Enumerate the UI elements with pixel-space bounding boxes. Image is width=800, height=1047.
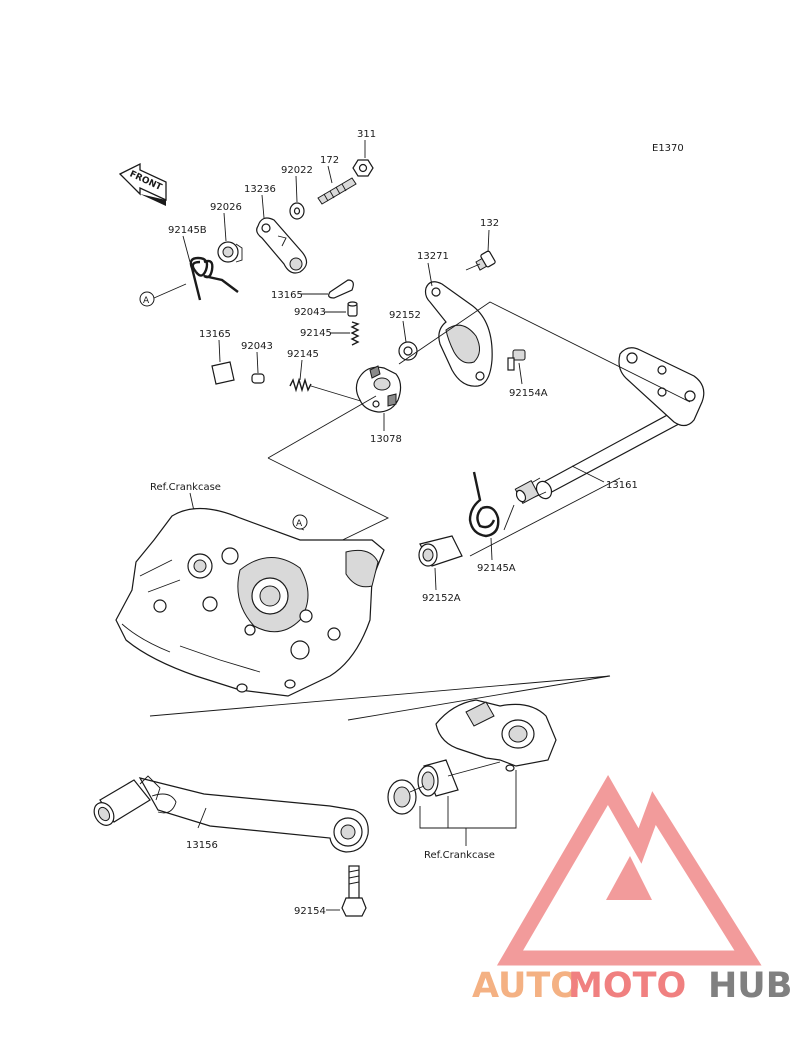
spring-92145a bbox=[468, 471, 500, 538]
label-13161: 13161 bbox=[606, 480, 638, 491]
shift-pedal-13156 bbox=[93, 775, 369, 853]
label-92145b: 92145B bbox=[168, 225, 207, 236]
svg-text:A: A bbox=[143, 296, 150, 306]
diagram-code: E1370 bbox=[652, 143, 684, 154]
svg-text:MOTO: MOTO bbox=[568, 966, 686, 1006]
label-172: 172 bbox=[320, 155, 339, 166]
svg-text:HUB: HUB bbox=[708, 966, 792, 1006]
bolt-132 bbox=[465, 250, 496, 271]
crankcase-lower bbox=[435, 699, 557, 772]
label-92145-lower: 92145 bbox=[287, 349, 319, 360]
ref-crankcase-upper: Ref.Crankcase bbox=[150, 482, 221, 493]
label-13236: 13236 bbox=[244, 184, 276, 195]
lever-13236 bbox=[256, 217, 308, 274]
nut-311 bbox=[352, 159, 374, 177]
callout-a-top: A bbox=[139, 291, 155, 307]
label-92152: 92152 bbox=[389, 310, 421, 321]
label-92145-upper: 92145 bbox=[300, 328, 332, 339]
label-92043-upper: 92043 bbox=[294, 307, 326, 318]
label-13165-lower: 13165 bbox=[199, 329, 231, 340]
label-13271: 13271 bbox=[417, 251, 449, 262]
spring-92145b bbox=[189, 256, 239, 301]
plate-13271 bbox=[424, 281, 493, 387]
label-92026: 92026 bbox=[210, 202, 242, 213]
needle-bearing bbox=[417, 759, 459, 797]
front-arrow-icon: FRONT bbox=[118, 162, 167, 206]
label-92152a: 92152A bbox=[422, 593, 461, 604]
label-13165-upper: 13165 bbox=[271, 290, 303, 301]
svg-text:A: A bbox=[296, 519, 303, 529]
pin-92043-lower bbox=[251, 373, 265, 384]
label-92145a: 92145A bbox=[477, 563, 516, 574]
label-311: 311 bbox=[357, 129, 376, 140]
oil-seal bbox=[387, 779, 417, 815]
stud-172 bbox=[317, 177, 357, 205]
screw-92154a bbox=[507, 349, 526, 371]
spring-92145-lower bbox=[289, 377, 365, 403]
spring-92145-upper bbox=[350, 321, 360, 346]
label-92043-lower: 92043 bbox=[241, 341, 273, 352]
washer-92152 bbox=[398, 341, 418, 361]
label-92022: 92022 bbox=[281, 165, 313, 176]
crankcase-upper bbox=[115, 507, 385, 697]
label-92154a: 92154A bbox=[509, 388, 548, 399]
pawl-13165-lower bbox=[211, 361, 235, 385]
bolt-92154 bbox=[341, 865, 367, 917]
shift-shaft-13161 bbox=[514, 347, 705, 504]
pawl-13165-upper bbox=[328, 279, 354, 299]
automotohub-logo bbox=[496, 775, 762, 966]
cam-13078 bbox=[355, 365, 402, 413]
label-13078: 13078 bbox=[370, 434, 402, 445]
washer-92022 bbox=[289, 202, 305, 220]
automotohub-wordmark: AUTO MOTO HUB bbox=[472, 966, 792, 1006]
collar-92026 bbox=[217, 241, 243, 263]
svg-text:AUTO: AUTO bbox=[472, 966, 580, 1006]
pin-92043-upper bbox=[347, 301, 358, 317]
label-13156: 13156 bbox=[186, 840, 218, 851]
callout-a-crankcase: A bbox=[292, 514, 308, 530]
label-132: 132 bbox=[480, 218, 499, 229]
bushing-92152a bbox=[418, 535, 463, 567]
ref-crankcase-lower: Ref.Crankcase bbox=[424, 850, 495, 861]
label-92154: 92154 bbox=[294, 906, 326, 917]
